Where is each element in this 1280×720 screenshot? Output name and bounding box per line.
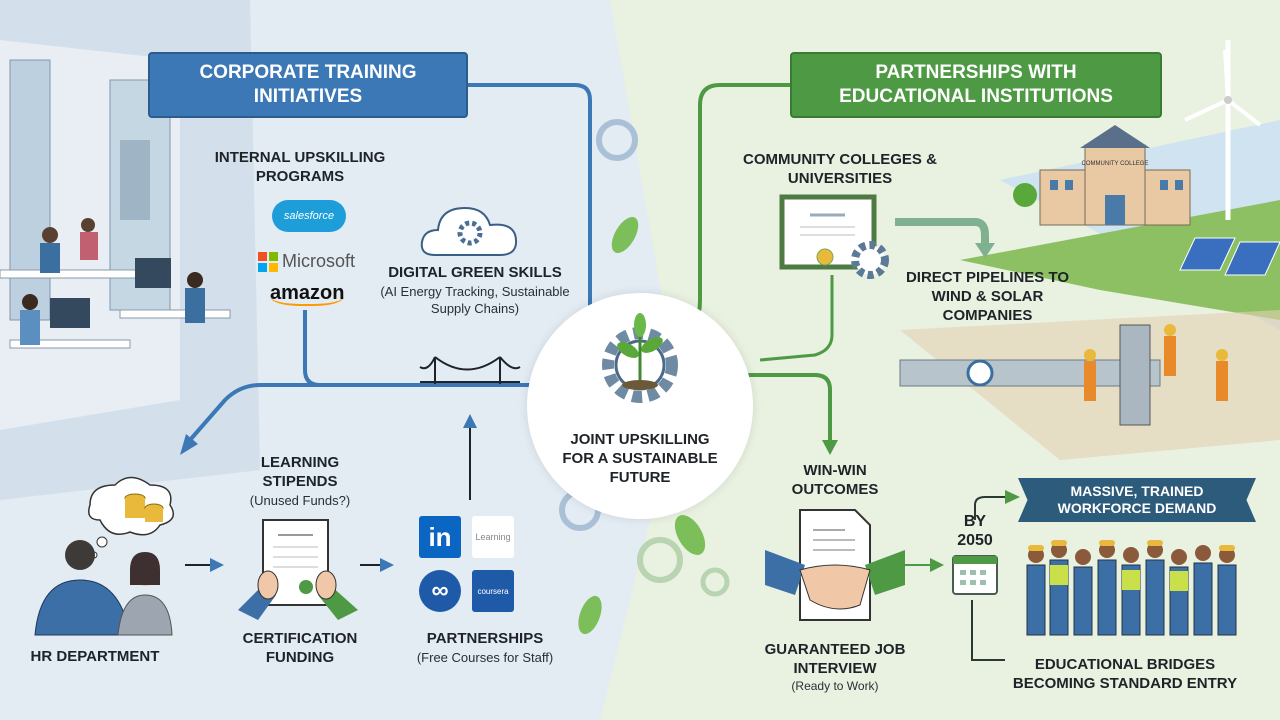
- linkedin-text: in: [428, 521, 452, 552]
- logo-salesforce: salesforce: [272, 200, 346, 232]
- calendar-icon: [952, 555, 998, 595]
- office-illustration: [0, 59, 231, 349]
- learning-text: Learning: [475, 532, 511, 542]
- salesforce-text: salesforce: [283, 210, 335, 222]
- hr-department-label: HR DEPARTMENT: [30, 648, 160, 665]
- bridge-icon: [419, 356, 521, 384]
- solar-panels: [1179, 237, 1280, 276]
- partnerships-subtitle: (Free Courses for Staff): [416, 650, 554, 665]
- center-title: JOINT UPSKILLING FOR A SUSTAINABLE FUTUR…: [562, 431, 718, 486]
- certification-funding-label: CERTIFICATION FUNDING: [242, 630, 358, 666]
- diploma-gear-icon: [779, 194, 889, 279]
- microsoft-icon: [258, 251, 278, 272]
- pipeline-workers-illustration: [899, 324, 1228, 426]
- learning-stipends-subtitle: (Unused Funds?): [249, 493, 351, 508]
- logo-coursera: coursera: [472, 570, 514, 612]
- hr-illustration: [34, 476, 175, 636]
- community-colleges-label: COMMUNITY COLLEGES & UNIVERSITIES: [743, 151, 937, 187]
- guaranteed-interview-subtitle: (Ready to Work): [791, 679, 879, 693]
- learning-stipends-label: LEARNING STIPENDS: [260, 454, 340, 490]
- educational-bridges-label: EDUCATIONAL BRIDGES BECOMING STANDARD EN…: [1012, 656, 1238, 692]
- cloud-gear-icon: [420, 206, 518, 256]
- college-sign: COMMUNITY COLLEGE: [1082, 161, 1149, 167]
- microsoft-text: Microsoft: [282, 251, 356, 271]
- win-win-label: WIN-WIN OUTCOMES: [791, 462, 879, 498]
- logo-linkedin: in: [419, 516, 461, 558]
- educational-partnerships-title: PARTNERSHIPS WITH EDUCATIONAL INSTITUTIO…: [790, 52, 1162, 118]
- guaranteed-interview-label: GUARANTEED JOB INTERVIEW: [764, 641, 906, 677]
- direct-pipelines-label: DIRECT PIPELINES TO WIND & SOLAR COMPANI…: [905, 269, 1070, 324]
- logo-amazon: amazon: [270, 282, 345, 306]
- digital-green-skills-subtitle: (AI Energy Tracking, Sustainable Supply …: [380, 284, 570, 316]
- by-2050-label: BY 2050: [957, 513, 993, 549]
- certificate-hands-icon: [238, 519, 358, 620]
- corporate-training-title: CORPORATE TRAINING INITIATIVES: [148, 52, 468, 118]
- logo-learning: Learning: [472, 516, 514, 558]
- workforce-demand-banner: MASSIVE, TRAINED WORKFORCE DEMAND: [1018, 478, 1256, 522]
- logo-microsoft: Microsoft: [258, 251, 355, 272]
- internal-upskilling-label: INTERNAL UPSKILLING PROGRAMS: [214, 149, 386, 185]
- handshake-document-icon: [765, 509, 905, 621]
- partnerships-label: PARTNERSHIPS: [426, 630, 544, 647]
- gear-plant-icon: [602, 313, 678, 403]
- logo-infinity: ∞: [419, 570, 461, 612]
- workforce-demand-text: MASSIVE, TRAINED WORKFORCE DEMAND: [1057, 483, 1217, 516]
- workers-group-illustration: [1026, 540, 1237, 636]
- coursera-text: coursera: [477, 586, 509, 596]
- digital-green-skills-label: DIGITAL GREEN SKILLS: [388, 264, 562, 281]
- college-scene: COMMUNITY COLLEGE: [1013, 40, 1262, 226]
